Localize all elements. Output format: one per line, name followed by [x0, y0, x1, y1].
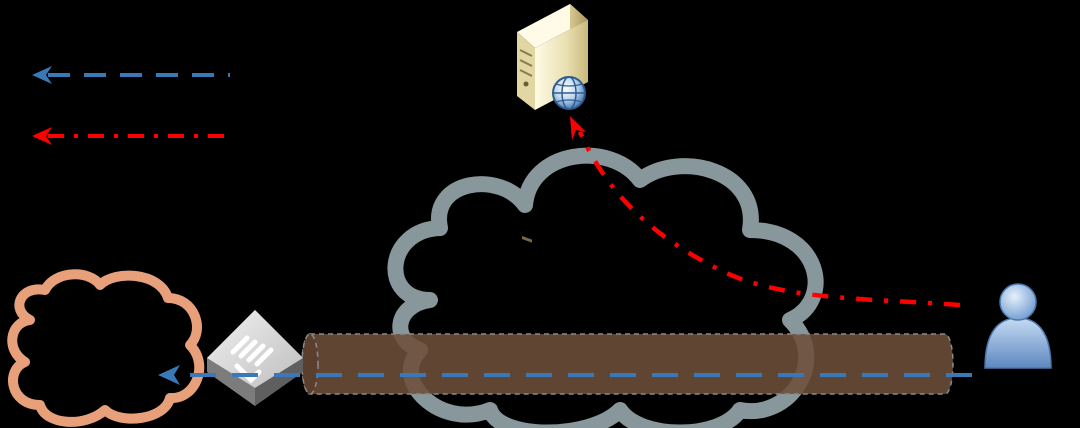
legend-item-direct [32, 127, 230, 145]
legend-item-vpn [32, 66, 230, 84]
local-cloud-icon [7, 269, 205, 427]
user-icon [984, 283, 1052, 369]
vpn-flow-arrow [158, 365, 972, 385]
vpn-tunnel [301, 333, 954, 395]
internet-cloud-icon [387, 147, 824, 428]
server-globe-icon [517, 4, 588, 243]
legend [32, 66, 230, 145]
arrow-left-icon [158, 365, 180, 385]
legend-arrow-left-icon [32, 127, 52, 145]
direct-flow-arrow [570, 116, 961, 308]
legend-arrow-left-icon [32, 66, 52, 84]
gateway-router-icon [207, 310, 303, 406]
arrow-up-icon [570, 116, 586, 140]
